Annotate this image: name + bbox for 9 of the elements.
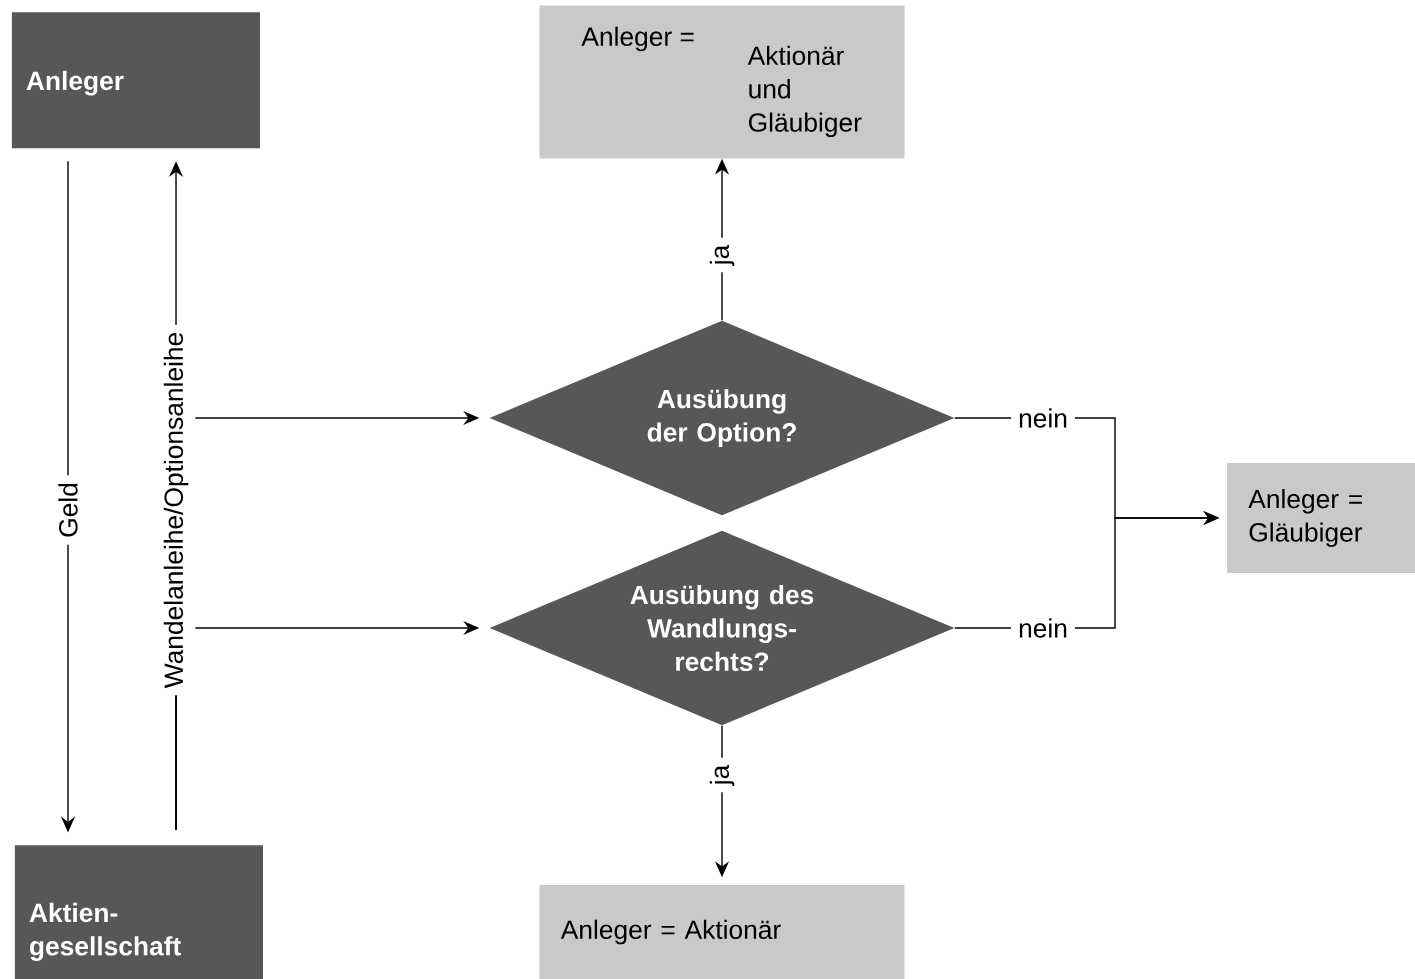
dark-box: Aktien- gesellschaft xyxy=(14,845,263,979)
result-box: Anleger = Aktionär und Gläubiger xyxy=(539,5,905,159)
edge-label: Wandelanleihe/Optionsanleihe xyxy=(156,324,196,696)
edge-label: Geld xyxy=(51,475,85,545)
edge-label: nein xyxy=(1011,611,1075,645)
result-box: Anleger = Aktionär xyxy=(539,885,905,979)
result-box: Anleger = Gläubiger xyxy=(1227,463,1415,573)
edge-label: nein xyxy=(1011,401,1075,435)
dark-box: Anleger xyxy=(11,12,260,149)
